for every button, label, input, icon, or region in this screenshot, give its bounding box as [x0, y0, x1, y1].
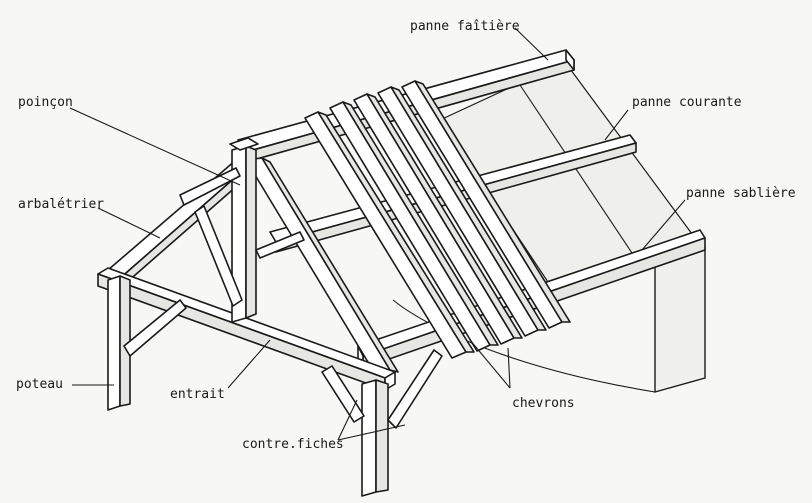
leader-arbaletrier — [97, 207, 161, 239]
support-wall — [392, 247, 706, 393]
contre-fiches-braces — [123, 299, 443, 429]
label-panne-faitiere: panne faîtière — [410, 19, 520, 34]
poincon-post — [229, 137, 259, 323]
label-poincon: poinçon — [18, 95, 73, 110]
label-poteau: poteau — [16, 377, 63, 392]
label-arbaletrier: arbalétrier — [18, 197, 104, 212]
leader-contre-fiches-1 — [337, 399, 358, 441]
leader-panne-courante — [604, 109, 629, 141]
leader-panne-faitiere — [514, 27, 549, 61]
leader-chevrons-1 — [469, 339, 511, 389]
chevrons-group — [304, 80, 571, 359]
arbaletrier-right — [245, 157, 399, 373]
label-entrait: entrait — [170, 387, 225, 402]
leader-poincon — [69, 107, 241, 186]
poteau-left — [107, 275, 131, 411]
label-panne-sabliere: panne sablière — [686, 186, 796, 201]
label-chevrons: chevrons — [512, 396, 575, 411]
leader-lines — [69, 27, 686, 441]
truss-struts — [179, 167, 305, 307]
leader-contre-fiches-2 — [337, 424, 406, 441]
entrait-beam — [97, 267, 396, 391]
leader-panne-sabliere — [641, 199, 686, 251]
leader-chevrons-2 — [507, 347, 511, 389]
label-contre-fiches: contre.fiches — [242, 437, 344, 452]
label-panne-courante: panne courante — [632, 95, 742, 110]
leader-entrait — [227, 339, 271, 389]
poteau-right — [361, 379, 389, 497]
